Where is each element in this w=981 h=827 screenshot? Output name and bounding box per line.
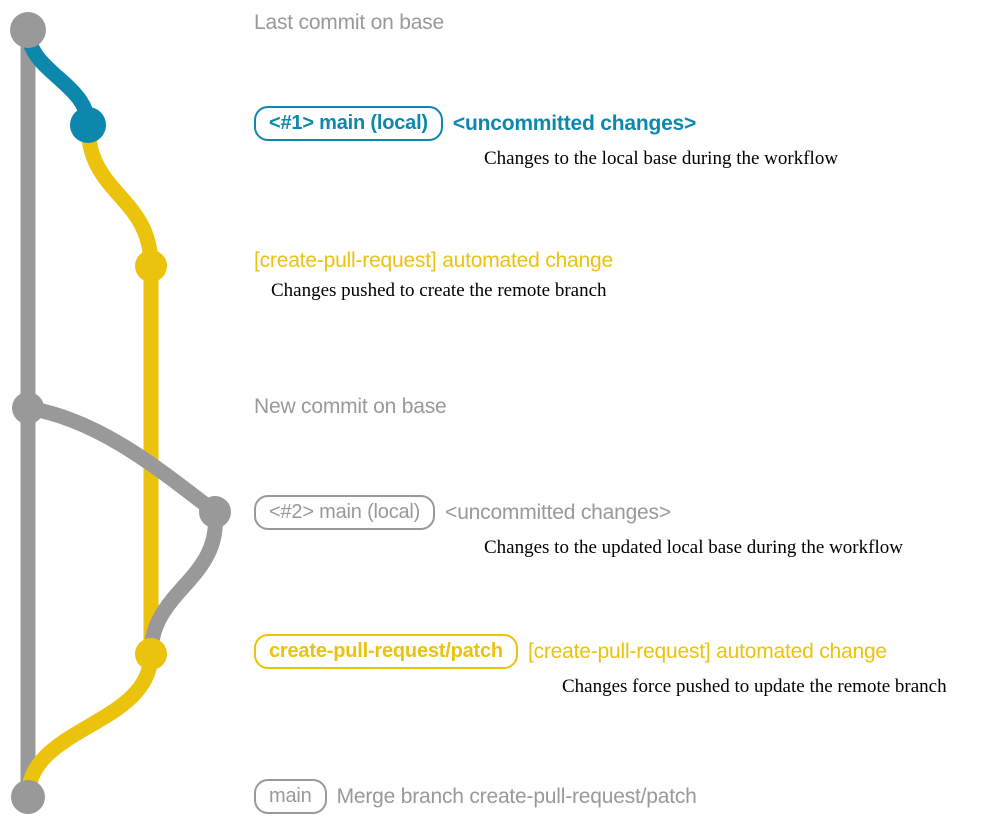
annotation-head: <#1> main (local) <uncommitted changes> [254, 106, 696, 141]
annotation-head: Last commit on base [254, 11, 444, 35]
commit-note-4: Changes force pushed to update the remot… [562, 676, 947, 697]
branch-pill-main-local-2[interactable]: <#2> main (local) [254, 495, 436, 530]
commit-subject-merge: Merge branch create-pull-request/patch [336, 784, 697, 808]
annotation-local-commit-1: <#1> main (local) <uncommitted changes> … [254, 106, 838, 170]
annotation-head: New commit on base [254, 395, 447, 419]
new-commit-label: New commit on base [254, 395, 447, 418]
node-remote-2[interactable] [135, 638, 167, 670]
commit-note-2: Changes pushed to create the remote bran… [271, 280, 607, 301]
commit-note-1: Changes to the local base during the wor… [484, 148, 839, 169]
annotation-remote-commit-2: create-pull-request/patch [create-pull-r… [254, 634, 947, 698]
branch-pill-main[interactable]: main [254, 779, 327, 814]
node-remote-1[interactable] [135, 250, 167, 282]
annotation-new-commit: New commit on base [254, 395, 447, 419]
annotation-head: [create-pull-request] automated change [254, 249, 613, 273]
annotation-head: <#2> main (local) <uncommitted changes> [254, 495, 671, 530]
node-base-merge[interactable] [11, 780, 45, 814]
branch-pill-main-local-1[interactable]: <#1> main (local) [254, 106, 443, 141]
annotation-head: main Merge branch create-pull-request/pa… [254, 779, 697, 814]
edge-local1-to-remote1 [80, 117, 159, 274]
annotation-remote-commit-1: [create-pull-request] automated change C… [254, 249, 613, 302]
annotation-last-commit: Last commit on base [254, 11, 444, 35]
node-local-1[interactable] [70, 107, 106, 143]
edge-remote2-to-merge [20, 646, 159, 805]
annotation-local-commit-2: <#2> main (local) <uncommitted changes> … [254, 495, 903, 559]
node-local-2[interactable] [199, 496, 231, 528]
commit-subject-automated-1: [create-pull-request] automated change [254, 249, 613, 272]
annotation-merge-commit: main Merge branch create-pull-request/pa… [254, 779, 697, 814]
node-base-new[interactable] [12, 392, 44, 424]
edge-local2-to-remote2 [143, 504, 223, 662]
commit-subject-uncommitted-1: <uncommitted changes> [452, 111, 697, 135]
edge-basenew-to-local2 [20, 400, 223, 520]
commit-note-3: Changes to the updated local base during… [484, 537, 903, 558]
node-base-last[interactable] [10, 12, 46, 48]
commit-subject-uncommitted-2: <uncommitted changes> [445, 500, 671, 524]
last-commit-label: Last commit on base [254, 11, 444, 34]
annotation-head: create-pull-request/patch [create-pull-r… [254, 634, 887, 669]
branch-pill-create-pull-request-patch[interactable]: create-pull-request/patch [254, 634, 518, 669]
commit-subject-automated-2: [create-pull-request] automated change [527, 639, 887, 663]
